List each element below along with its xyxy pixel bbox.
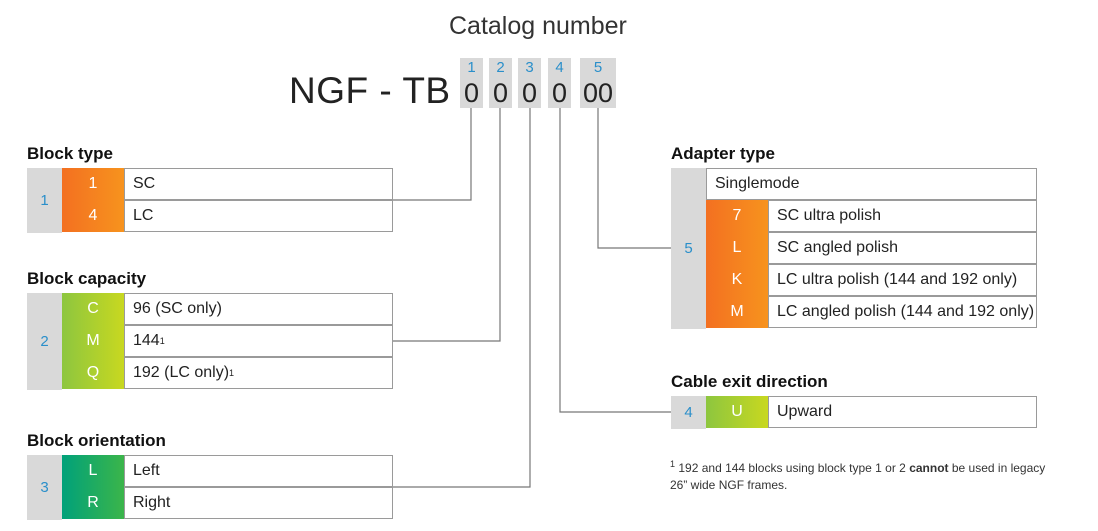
adapter-type-row: M LC angled polish (144 and 192 only) [706,296,1037,328]
footnote: 1 192 and 144 blocks using block type 1 … [670,460,1050,494]
adapter-type-heading: Adapter type [671,144,775,163]
cable-exit-index: 4 [671,396,706,429]
adapter-subheading: Singlemode [706,168,1037,200]
option-code: C [62,293,124,325]
option-label: SC [124,168,393,200]
block-orientation-row: R Right [62,487,393,519]
position-digit: 0 [521,78,538,108]
option-label: Upward [768,396,1037,428]
catalog-title: Catalog number [449,12,627,40]
footnote-text-before: 192 and 144 blocks using block type 1 or… [678,461,910,475]
adapter-type-index: 5 [671,168,706,329]
option-code: L [706,232,768,264]
footnote-marker: 1 [670,459,676,469]
position-digit: 0 [463,78,480,108]
adapter-type-subheading-row: Singlemode [706,168,1037,200]
block-type-row: 4 LC [62,200,393,232]
connector-position-3 [393,108,531,488]
position-number: 5 [593,59,603,76]
connector-position-2 [393,108,501,342]
position-5: 5 00 [580,58,616,108]
block-capacity-row: C 96 (SC only) [62,293,393,325]
position-1: 1 0 [460,58,483,108]
cable-exit-heading: Cable exit direction [671,372,828,391]
block-type-row: 1 SC [62,168,393,200]
option-code: 7 [706,200,768,232]
option-code: M [62,325,124,357]
option-code: 1 [62,168,124,200]
position-digit: 00 [582,78,614,108]
position-number: 1 [467,59,476,76]
option-label: 96 (SC only) [124,293,393,325]
block-capacity-row: Q 192 (LC only)1 [62,357,393,389]
adapter-type-row: 7 SC ultra polish [706,200,1037,232]
option-label: LC angled polish (144 and 192 only) [768,296,1037,328]
connector-position-1 [393,108,472,201]
connector-position-4 [559,108,672,413]
option-code: Q [62,357,124,389]
option-code: 4 [62,200,124,232]
cable-exit-row: U Upward [706,396,1037,428]
position-number: 3 [525,59,534,76]
catalog-prefix: NGF - TB [289,70,451,111]
option-code: K [706,264,768,296]
option-label: Right [124,487,393,519]
adapter-type-row: L SC angled polish [706,232,1037,264]
position-digit: 0 [551,78,568,108]
block-orientation-heading: Block orientation [27,431,166,450]
position-number: 4 [555,59,564,76]
position-3: 3 0 [518,58,541,108]
position-4: 4 0 [548,58,571,108]
block-type-index: 1 [27,168,62,233]
option-code: U [706,396,768,428]
block-capacity-index: 2 [27,293,62,390]
block-orientation-index: 3 [27,455,62,520]
option-label: SC angled polish [768,232,1037,264]
block-capacity-heading: Block capacity [27,269,147,288]
option-code: L [62,455,124,487]
adapter-type-row: K LC ultra polish (144 and 192 only) [706,264,1037,296]
footnote-text-after: be used in legacy 26” wide NGF frames. [670,461,1046,492]
block-orientation-row: L Left [62,455,393,487]
option-label: LC ultra polish (144 and 192 only) [768,264,1037,296]
position-digit: 0 [492,78,509,108]
option-text: 144 [133,332,160,349]
option-text: 96 (SC only) [133,300,222,317]
option-code: R [62,487,124,519]
option-code: M [706,296,768,328]
position-2: 2 0 [489,58,512,108]
block-type-heading: Block type [27,144,113,163]
option-label: LC [124,200,393,232]
option-label: Left [124,455,393,487]
option-label: 192 (LC only)1 [124,357,393,389]
option-text: 192 (LC only) [133,364,230,381]
position-number: 2 [496,59,505,76]
footnote-bold: cannot [909,461,949,475]
connector-position-5 [597,108,672,249]
option-label: SC ultra polish [768,200,1037,232]
